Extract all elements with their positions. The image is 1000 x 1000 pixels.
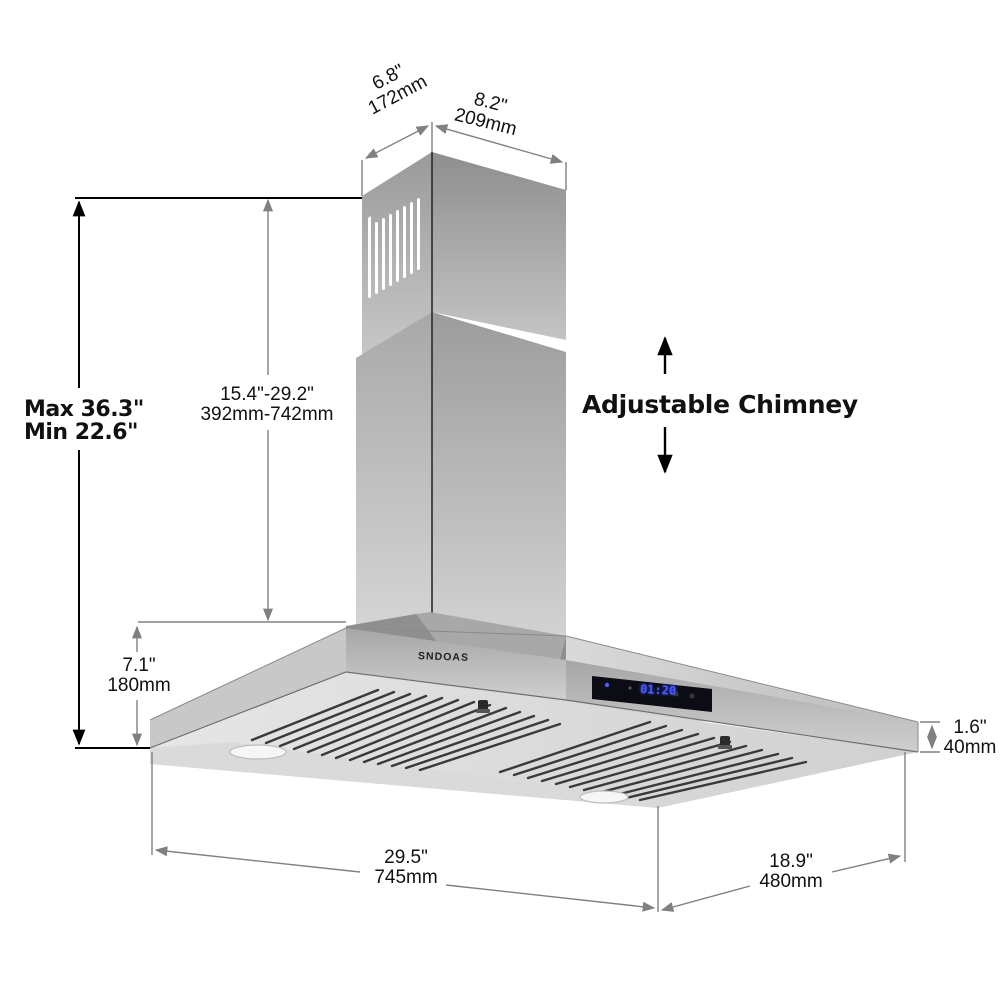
filter-handle-right[interactable] bbox=[718, 736, 732, 749]
control-panel bbox=[592, 676, 712, 712]
chimney-vent-slots bbox=[368, 192, 428, 312]
filter-handle-left[interactable] bbox=[476, 700, 490, 713]
chimney-height-range-label: 15.4"-29.2" 392mm-742mm bbox=[200, 384, 334, 425]
speed-up-button-icon[interactable] bbox=[689, 693, 695, 699]
baffle-filter-right bbox=[498, 720, 808, 802]
chimney-upper-right-face bbox=[432, 152, 566, 340]
baffle-filter-left bbox=[250, 688, 562, 772]
chimney-lower-left-face bbox=[356, 312, 432, 640]
hood-width-label: 29.5" 745mm bbox=[374, 847, 438, 888]
chimney bbox=[356, 152, 566, 640]
overall-height-line bbox=[72, 197, 362, 749]
dimension-lines bbox=[131, 122, 940, 912]
hood-left-side bbox=[150, 628, 346, 748]
light-right bbox=[579, 790, 629, 804]
hood-depth-label: 18.9" 480mm bbox=[759, 851, 823, 892]
hood-front-left-face bbox=[346, 628, 566, 700]
adjustable-chimney-label: Adjustable Chimney bbox=[582, 390, 858, 419]
chimney-lower-right-face bbox=[432, 312, 566, 636]
power-button-icon[interactable] bbox=[604, 682, 610, 688]
hood-height-label: 7.1" 180mm bbox=[107, 655, 171, 696]
front-edge-height-label: 1.6" 40mm bbox=[943, 717, 997, 758]
brand-logo: SNDOAS bbox=[417, 650, 470, 664]
hood-body bbox=[149, 612, 919, 808]
speed-down-button-icon[interactable] bbox=[673, 691, 679, 697]
light-button-icon[interactable] bbox=[628, 686, 632, 690]
overall-height-label: Max 36.3" Min 22.6" bbox=[24, 397, 144, 446]
timer-display: 01:20 bbox=[639, 682, 677, 698]
light-left bbox=[229, 744, 287, 760]
